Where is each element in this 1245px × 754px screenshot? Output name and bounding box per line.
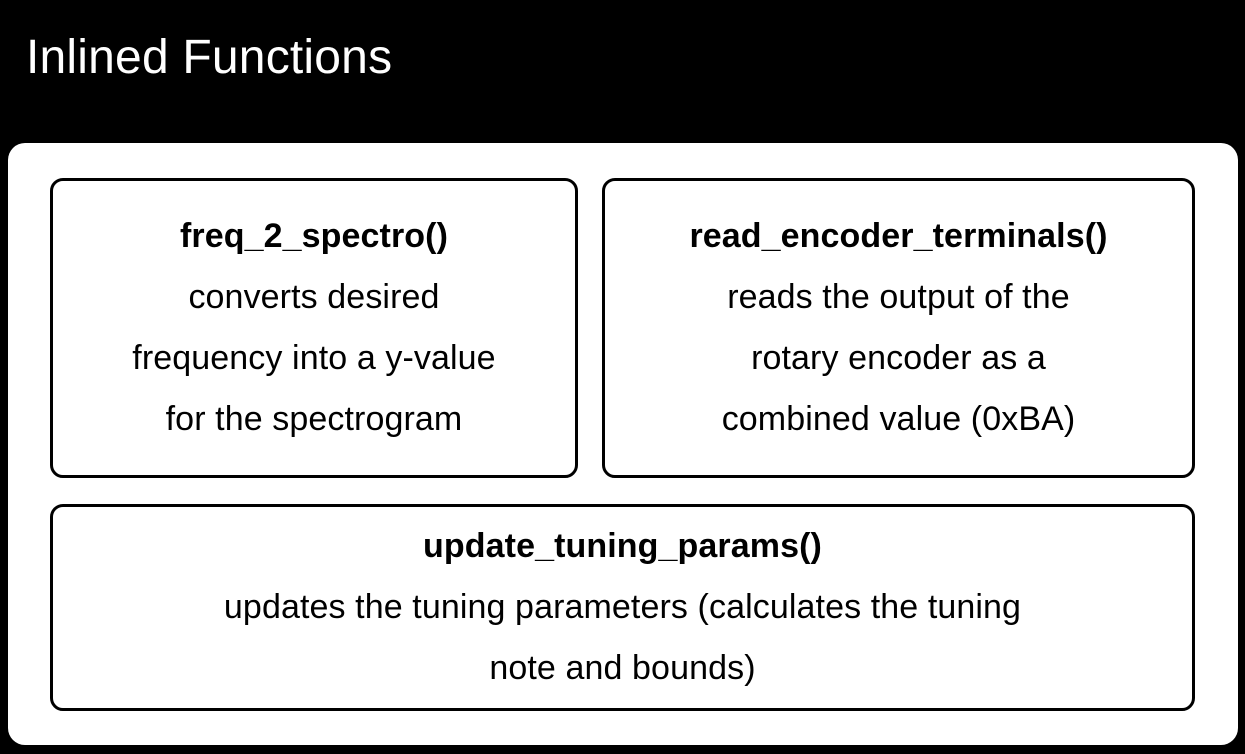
description-line: converts desired bbox=[188, 278, 440, 316]
description-line: note and bounds) bbox=[489, 649, 756, 687]
page-title: Inlined Functions bbox=[26, 31, 393, 84]
description-line: updates the tuning parameters (calculate… bbox=[223, 588, 1022, 626]
function-card-update-tuning-params[interactable]: update_tuning_params() updates the tunin… bbox=[50, 504, 1195, 711]
description-line: for the spectrogram bbox=[165, 400, 463, 438]
description-line: combined value (0xBA) bbox=[721, 400, 1076, 438]
description-line: rotary encoder as a bbox=[751, 339, 1046, 377]
function-name: update_tuning_params() bbox=[423, 527, 822, 565]
functions-panel: freq_2_spectro() converts desired freque… bbox=[8, 143, 1238, 745]
function-card-read-encoder-terminals[interactable]: read_encoder_terminals() reads the outpu… bbox=[602, 178, 1195, 478]
function-description: converts desired frequency into a y-valu… bbox=[132, 267, 495, 450]
description-line: frequency into a y-value bbox=[132, 339, 496, 377]
description-line: reads the output of the bbox=[727, 278, 1070, 316]
function-description: reads the output of the rotary encoder a… bbox=[722, 267, 1076, 450]
function-name: freq_2_spectro() bbox=[179, 217, 449, 255]
function-description: updates the tuning parameters (calculate… bbox=[224, 577, 1021, 699]
function-card-freq-2-spectro[interactable]: freq_2_spectro() converts desired freque… bbox=[50, 178, 578, 478]
function-name: read_encoder_terminals() bbox=[689, 217, 1108, 255]
